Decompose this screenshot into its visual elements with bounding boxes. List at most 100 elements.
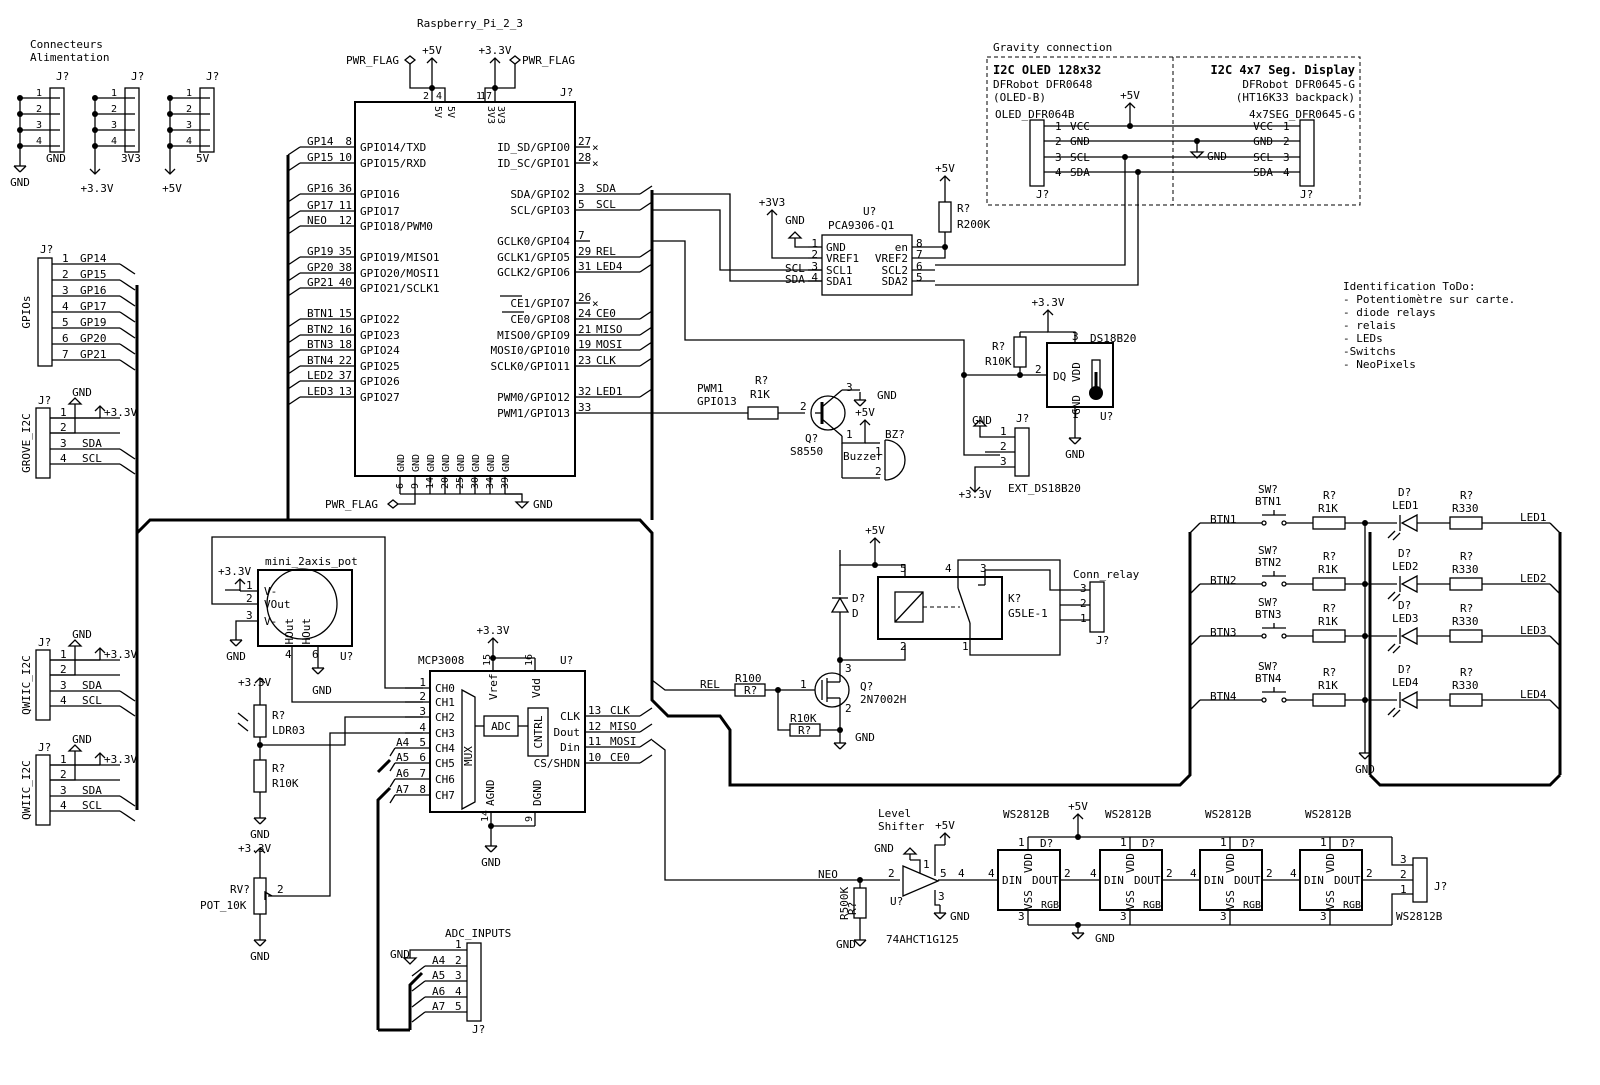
gnd-symbol: GND [10, 158, 30, 189]
pin-number: 24 [578, 307, 592, 320]
power-symbol [254, 847, 266, 860]
part-value: R330 [1452, 679, 1479, 692]
pin-number: 1 [60, 753, 67, 766]
pin-name: CE0/GPIO8 [510, 313, 570, 326]
net-label: REL [596, 245, 616, 258]
pin-name: 5V [445, 106, 456, 118]
pin-name: GCLK0/GPIO4 [497, 235, 570, 248]
pin-name: GPIO20/MOSI1 [360, 267, 439, 280]
gnd-label: GND [533, 498, 553, 511]
pin-number: 3 [1220, 910, 1227, 923]
gnd-symbol [1071, 925, 1085, 940]
ref: J? [1016, 412, 1029, 425]
net-label: BTN2 [307, 323, 334, 336]
pin-number: 4 [1290, 867, 1297, 880]
part-value: BTN1 [1255, 495, 1282, 508]
pin-number: 2 [1283, 135, 1290, 148]
pin-name: SCL [1070, 151, 1090, 164]
pin-number: 3 [811, 260, 818, 273]
net-label: SDA [82, 784, 102, 797]
pin-number: 4 [988, 867, 995, 880]
subtitle: DFRobot DFR0648 [993, 78, 1092, 91]
pin-number: 35 [339, 245, 352, 258]
pin-name: GPIO18/PWM0 [360, 220, 433, 233]
light-icon [237, 712, 249, 732]
pin-number: 38 [339, 261, 352, 274]
ref: D? [1242, 837, 1255, 850]
gnd-label: GND [390, 948, 410, 961]
ref: D? [1342, 837, 1355, 850]
part-name: WS2812B [1305, 808, 1352, 821]
pin-name: 3V3 [495, 106, 506, 124]
pin-number: 4 [1055, 166, 1062, 179]
net-label: REL [700, 678, 720, 691]
pin-number: 1 [246, 579, 253, 592]
ref: U? [1100, 410, 1113, 423]
gnd-label: GND [10, 176, 30, 189]
pin-name: VREF2 [875, 252, 908, 265]
pin-name: CS/SHDN [534, 757, 580, 770]
pin-number: 6 [916, 260, 923, 273]
net-label: GP19 [80, 316, 107, 329]
net-label: SCL [82, 799, 102, 812]
net-label: LED2 [307, 369, 334, 382]
thermometer-icon [1089, 359, 1103, 400]
pin-number: 3 [1320, 910, 1327, 923]
pin-name: GND [426, 454, 437, 472]
net-label: MOSI [610, 735, 637, 748]
net-label: GPIO13 [697, 395, 737, 408]
pin-name: VDD [1070, 362, 1083, 382]
pin-number: 1 [962, 640, 969, 653]
power-label: +5V [1068, 800, 1088, 813]
pin-name: en [895, 241, 908, 254]
pin-name: SCL2 [882, 264, 909, 277]
pin-number: 1 [62, 252, 69, 265]
pin-number: 2 [62, 268, 69, 281]
part-value: S8550 [790, 445, 823, 458]
pin-name: GPIO22 [360, 313, 400, 326]
ref: J? [38, 394, 51, 407]
ref: D? [1142, 837, 1155, 850]
pin-number: 1 [1000, 425, 1007, 438]
net-label: LED3 [1520, 624, 1547, 637]
gnd-symbol: GND [972, 414, 992, 432]
pin-name: SDA [1253, 166, 1273, 179]
pin-number: 3 [60, 437, 67, 450]
pin-name: DOUT [1334, 874, 1361, 887]
pin-number: 10 [339, 151, 352, 164]
pin-name: Vdd [530, 678, 543, 698]
pin-number: 3 [419, 705, 426, 718]
power-label: +5V [855, 406, 875, 419]
pin-name: GPIO21/SCLK1 [360, 282, 439, 295]
pin-name: RGB [1143, 900, 1161, 911]
pin-number: 1 [1072, 408, 1079, 421]
pin-number: 2 [60, 768, 67, 781]
pin-name: GND [456, 454, 467, 472]
net-label: CE0 [610, 751, 630, 764]
pin-number: 4 [62, 300, 69, 313]
pin-number: 1 [1320, 836, 1327, 849]
pin-number: 29 [578, 245, 591, 258]
power-symbol: +5V [1120, 89, 1140, 115]
ref: R? [992, 340, 1005, 353]
pin-number: 3 [1400, 853, 1407, 866]
pin-number: 2 [1055, 135, 1062, 148]
pin-name: DIN [1002, 874, 1022, 887]
power-symbol: +3.3V [478, 44, 512, 70]
pin-number: 2 [800, 400, 807, 413]
pin-number: 3 [1120, 910, 1127, 923]
connector-name: WS2812B [1396, 910, 1443, 923]
pin-number: 37 [339, 369, 352, 382]
label: Level [878, 807, 911, 820]
pin-name: Dout [554, 726, 581, 739]
pin-number: 2 [1035, 363, 1042, 376]
ref: J? [560, 86, 573, 99]
pin-number: 2 [60, 421, 67, 434]
